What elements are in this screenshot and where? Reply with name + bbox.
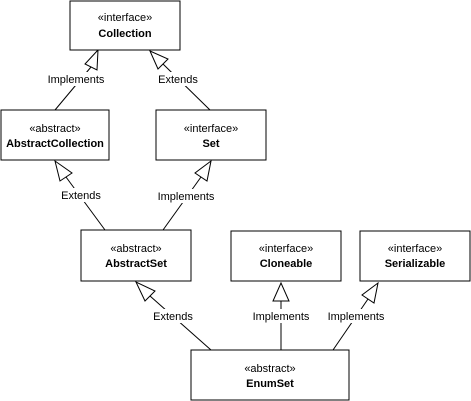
- edge-label: Extends: [158, 74, 198, 86]
- class-name: AbstractCollection: [6, 138, 104, 150]
- generalization-arrowhead: [194, 159, 212, 182]
- edge-label: Extends: [61, 190, 101, 202]
- stereotype-label: «abstract»: [244, 363, 295, 375]
- class-box-serializable[interactable]: «interface» Serializable: [359, 230, 471, 282]
- class-name: Serializable: [385, 258, 446, 270]
- class-box-cloneable[interactable]: «interface» Cloneable: [230, 230, 342, 282]
- class-box-abstractcollection[interactable]: «abstract» AbstractCollection: [0, 109, 110, 161]
- generalization-arrowhead: [54, 159, 73, 182]
- stereotype-label: «interface»: [259, 243, 313, 255]
- edge-abstractset-extends-abstractcollection: Extends: [54, 159, 106, 231]
- edge-set-extends-collection: Extends: [149, 50, 211, 111]
- class-name: Set: [202, 138, 219, 150]
- edge-enumset-implements-serializable: Implements: [324, 281, 388, 351]
- generalization-arrowhead: [361, 281, 379, 304]
- stereotype-label: «interface»: [98, 12, 152, 24]
- generalization-arrowhead: [272, 281, 290, 302]
- class-box-enumset[interactable]: «abstract» EnumSet: [190, 349, 350, 401]
- generalization-arrowhead: [84, 48, 99, 71]
- edge-label: Implements: [328, 311, 385, 323]
- class-name: Collection: [98, 28, 151, 40]
- edge-enumset-implements-cloneable: Implements: [249, 281, 313, 350]
- edge-enumset-extends-abstractset: Extends: [134, 280, 212, 351]
- class-box-abstractset[interactable]: «abstract» AbstractSet: [80, 229, 192, 282]
- edge-label: Implements: [253, 311, 310, 323]
- edge-label: Implements: [158, 191, 215, 203]
- edge-abstractcollection-implements-collection: Implements: [45, 48, 107, 111]
- stereotype-label: «abstract»: [29, 123, 80, 135]
- class-box-set[interactable]: «interface» Set: [155, 109, 267, 161]
- edge-abstractset-implements-set: Implements: [155, 159, 217, 231]
- stereotype-label: «interface»: [184, 123, 238, 135]
- stereotype-label: «abstract»: [110, 243, 161, 255]
- class-name: AbstractSet: [105, 258, 167, 270]
- stereotype-label: «interface»: [388, 243, 442, 255]
- class-box-collection[interactable]: «interface» Collection: [69, 0, 181, 51]
- generalization-arrowhead: [134, 280, 156, 302]
- edge-label: Implements: [48, 74, 105, 86]
- class-name: Cloneable: [260, 258, 313, 270]
- class-name: EnumSet: [246, 378, 294, 390]
- edge-label: Extends: [153, 311, 193, 323]
- generalization-arrowhead: [149, 50, 169, 70]
